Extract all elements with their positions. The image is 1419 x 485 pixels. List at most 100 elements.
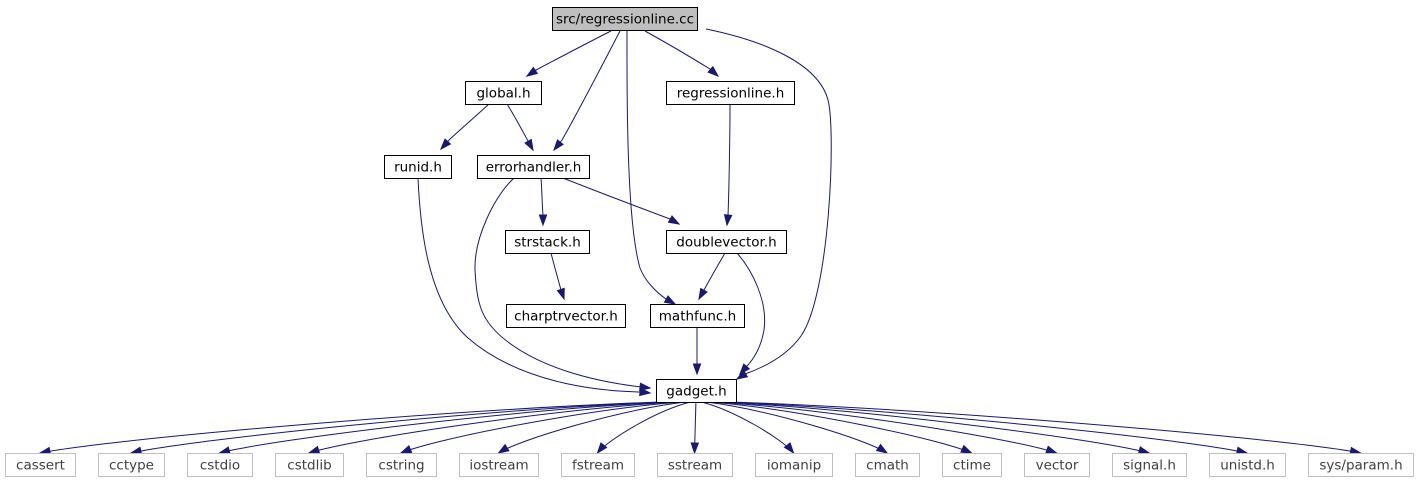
arrowhead-icon [497,443,510,454]
node-runid-h[interactable]: runid.h [384,155,452,179]
node-box [855,453,920,477]
edge-line [417,177,651,394]
node-box [657,453,733,477]
node-label: unistd.h [1220,458,1275,474]
arrowhead-icon [553,139,564,152]
edge-errorhandler_h-to-strstack_h [538,177,548,227]
node-box [477,155,590,179]
node-cstdio: cstdio [187,453,253,477]
edge-line [701,401,794,454]
edge-line [720,401,1150,454]
node-box [666,230,787,254]
node-cstring: cstring [366,453,437,477]
node-box [459,453,539,477]
edge-gadget_h-to-cmath [706,401,889,454]
node-box [98,453,165,477]
edge-line [219,401,670,454]
edge-line [732,401,1361,454]
node-label: cassert [16,458,65,474]
node-box [506,304,626,328]
edge-errorhandler_h-to-gadget_h [474,177,652,392]
node-sys-param-h: sys/param.h [1308,453,1414,477]
node-label: cmath [866,458,909,474]
edge-regressionline_cc-to-gadget_h [705,28,832,380]
node-label: runid.h [394,160,442,176]
edge-line [726,103,731,226]
edge-line [474,177,651,389]
arrowhead-icon [218,446,231,455]
node-label: sys/param.h [1319,458,1402,474]
edge-line [526,30,612,77]
node-strstack-h[interactable]: strstack.h [505,230,590,254]
arrowhead-icon [556,287,565,301]
node-box [1308,453,1414,477]
edge-gadget_h-to-iomanip [701,401,795,455]
node-cassert: cassert [5,453,76,477]
node-iomanip: iomanip [755,453,833,477]
edge-line [705,28,832,380]
edge-line [626,30,676,305]
edge-regressionline_h-to-doublevector_h [723,103,733,227]
node-label: cstdio [200,458,240,474]
edge-line [715,401,1057,454]
edge-line [130,401,665,454]
edge-line [440,103,490,150]
node-gadget-h[interactable]: gadget.h [656,379,737,403]
node-box [465,81,542,105]
node-charptrvector-h[interactable]: charptrvector.h [506,304,626,328]
node-box [650,304,745,328]
edge-runid_h-to-gadget_h [417,177,652,397]
edge-regressionline_cc-to-errorhandler_h [553,30,621,152]
edge-line [400,401,680,454]
edge-line [553,30,621,151]
node-box [1112,453,1187,477]
node-unistd-h: unistd.h [1209,453,1286,477]
node-box [1024,453,1090,477]
node-label: cstdlib [287,458,331,474]
edge-strstack_h-to-charptrvector_h [550,252,565,301]
node-label: charptrvector.h [514,309,618,325]
node-regressionline-cc[interactable]: src/regressionline.cc [552,7,698,31]
node-label: regressionline.h [677,86,785,102]
edge-doublevector_h-to-gadget_h [736,252,766,376]
node-label: doublevector.h [676,235,776,251]
node-doublevector-h[interactable]: doublevector.h [666,230,787,254]
node-regressionline-h[interactable]: regressionline.h [666,81,795,105]
node-box [275,453,344,477]
node-box [656,379,737,403]
edge-line [726,401,1248,454]
arrowhead-icon [875,443,889,454]
arrowhead-icon [440,138,452,151]
edge-regressionline_cc-to-mathfunc_h [626,30,677,305]
edge-line [308,401,675,454]
node-global-h[interactable]: global.h [465,81,542,105]
edge-gadget_h-to-iostream [497,401,686,454]
edge-errorhandler_h-to-doublevector_h [562,177,681,225]
edge-gadget_h-to-cstring [399,401,680,454]
node-label: iostream [469,458,528,474]
arrowhead-icon [698,287,708,301]
node-mathfunc-h[interactable]: mathfunc.h [650,304,745,328]
node-errorhandler-h[interactable]: errorhandler.h [477,155,590,179]
node-label: gadget.h [666,384,726,400]
node-cmath: cmath [855,453,920,477]
node-label: mathfunc.h [659,309,736,325]
edge-gadget_h-to-cstdlib [307,401,675,454]
edge-gadget_h-to-cassert [38,401,660,456]
node-label: strstack.h [514,235,581,251]
node-box [366,453,437,477]
edge-line [706,401,888,454]
edge-global_h-to-errorhandler_h [506,103,534,152]
node-label: iomanip [767,458,821,474]
node-box [1209,453,1286,477]
node-box [755,453,833,477]
edge-regressionline_cc-to-regressionline_h [644,30,720,77]
node-label: fstream [572,458,624,474]
node-sstream: sstream [657,453,733,477]
node-label: global.h [476,86,530,102]
node-label: ctime [953,458,991,474]
arrowhead-icon [1137,446,1151,455]
edge-line [562,177,680,225]
arrowhead-icon [723,214,733,227]
arrowhead-icon [739,363,751,376]
